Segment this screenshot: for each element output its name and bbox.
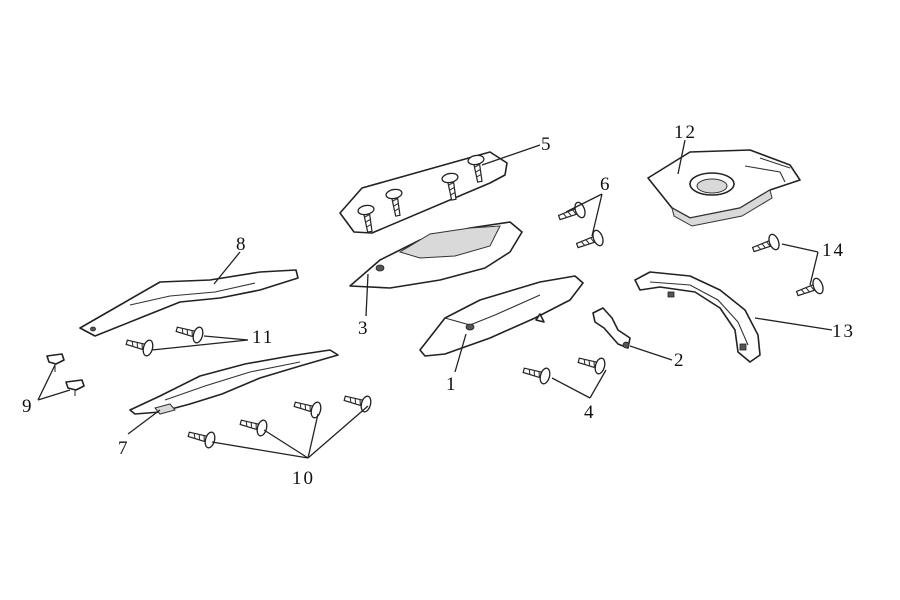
part-3-upper-fairing: [349, 221, 523, 289]
callout-11: 11: [252, 327, 274, 348]
part-14-bolt-a: [749, 232, 782, 258]
callout-13: 13: [832, 321, 855, 342]
part-6-bolt-a: [555, 200, 588, 226]
part-13-grab-rail: [634, 271, 761, 363]
callout-6: 6: [600, 174, 612, 195]
callout-5: 5: [541, 134, 553, 155]
part-6-bolt-b: [573, 228, 606, 254]
part-11-bolt-b: [124, 333, 156, 358]
callout-8: 8: [236, 234, 248, 255]
part-7-lower-side-strip: [129, 349, 339, 415]
part-14-bolt-b: [793, 276, 826, 302]
part-1-lower-fairing: [419, 275, 584, 357]
callout-7: 7: [118, 438, 130, 459]
part-4-bolt-a: [521, 361, 553, 386]
part-2-clip: [592, 307, 631, 349]
callout-1: 1: [446, 374, 458, 395]
part-9-clips: [46, 353, 85, 396]
callout-3: 3: [358, 318, 370, 339]
part-4-bolt-b: [576, 351, 608, 376]
callout-10: 10: [292, 468, 315, 489]
callout-labels: 5 6 12 14 13 3 1 2 4 8 11 9 7 10: [22, 122, 855, 489]
part-5-bolt-set: [339, 151, 508, 234]
part-11-bolt-a: [174, 320, 206, 345]
callout-4: 4: [584, 402, 596, 423]
callout-14: 14: [822, 240, 845, 261]
leader-lines: [37, 139, 833, 459]
part-10-bolt-d: [342, 389, 374, 414]
part-12-rear-cover: [647, 149, 801, 227]
part-10-bolt-a: [186, 425, 218, 450]
part-10-bolt-b: [238, 413, 270, 438]
callout-12: 12: [674, 122, 697, 143]
part-8-upper-side-strip: [79, 269, 299, 337]
callout-9: 9: [22, 396, 34, 417]
callout-2: 2: [674, 350, 686, 371]
